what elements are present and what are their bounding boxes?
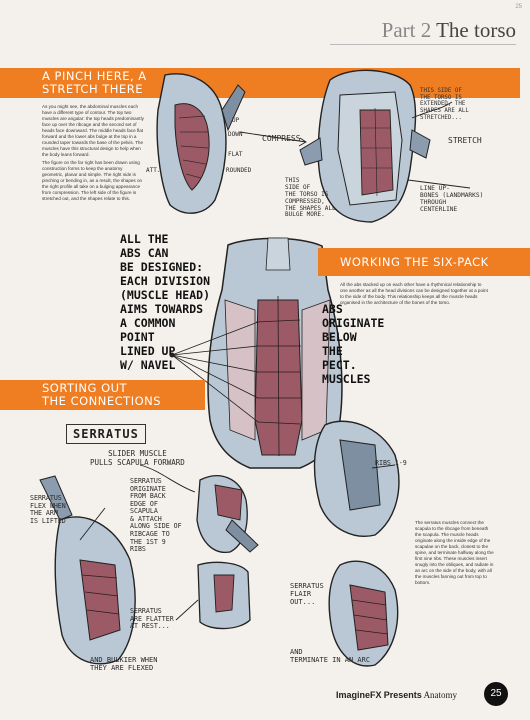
note-abs-originate: ABS ORIGINATE BELOW THE PECT. MUSCLES: [322, 302, 385, 386]
page-number-badge: 25: [484, 682, 508, 706]
label-rounded: ROUNDED: [226, 167, 252, 174]
label-stretch: STRETCH: [448, 136, 482, 145]
label-extended: THIS SIDE OF THE TORSO IS EXTENDED, THE …: [420, 88, 469, 121]
section-band-pinch: A PINCH HERE, A STRETCH THERE: [0, 68, 520, 98]
serratus-label-box: SERRATUS: [66, 424, 146, 444]
section2-body: All the abs stacked up on each other hav…: [340, 282, 490, 308]
footer-brand-logo: ImagineFX: [336, 690, 382, 700]
note-ribs: RIBS 1-9: [375, 459, 407, 467]
heading-line-2: THE CONNECTIONS: [42, 394, 162, 408]
note-serratus-flatter: SERRATUS ARE FLATTER AT REST...: [130, 607, 174, 631]
serratus-scapula-drawing: [196, 475, 259, 553]
header-part: Part 2: [381, 18, 432, 42]
section-heading-pinch: A PINCH HERE, A STRETCH THERE: [42, 70, 147, 96]
page-header: Part 2 The torso: [382, 18, 516, 43]
footer-title: Anatomy: [423, 690, 458, 700]
label-line-up: LINE UP- BONES (LANDMARKS) THROUGH CENTE…: [420, 185, 484, 214]
top-page-number: 25: [515, 4, 522, 10]
serratus-arm-raised-drawing: [39, 475, 136, 665]
note-serratus-flex: SERRATUS FLEX WHEN THE ARM IS LIFTED: [30, 494, 66, 525]
section1-paragraph-2: The figure on the far right has been dra…: [42, 160, 143, 201]
serratus-back-drawing: [197, 561, 251, 630]
note-terminate: AND TERMINATE IN AN ARC: [290, 648, 371, 665]
section3-body: The serratus muscles connect the scapula…: [415, 520, 495, 588]
footer-presents: Presents: [383, 690, 422, 700]
label-flat: FLAT: [228, 151, 243, 158]
vanishing-point: [169, 352, 175, 358]
section-heading-six-pack: WORKING THE SIX-PACK: [340, 255, 489, 269]
header-rule: [330, 44, 516, 45]
note-bulkier: AND BULKIER WHEN THEY ARE FLEXED: [90, 656, 158, 673]
label-up: UP: [232, 117, 240, 124]
section1-paragraph-1: As you might see, the abdominal muscles …: [42, 104, 144, 157]
heading-line-1: A PINCH HERE, A: [42, 69, 147, 83]
serratus-side-drawing: [313, 420, 400, 667]
note-serratus-originate: SERRATUS ORIGINATE FROM BACK EDGE OF SCA…: [130, 477, 182, 554]
section1-body: As you might see, the abdominal muscles …: [42, 104, 144, 204]
section-heading-connections: SORTING OUT THE CONNECTIONS: [42, 382, 161, 408]
section2-paragraph: All the abs stacked up on each other hav…: [340, 282, 488, 305]
section-band-connections: SORTING OUT THE CONNECTIONS: [0, 380, 205, 410]
note-abs-designed: ALL THE ABS CAN BE DESIGNED: EACH DIVISI…: [120, 232, 211, 372]
torso-side-drawing: [156, 73, 246, 214]
label-att: ATT.: [146, 167, 161, 174]
heading-line-2: STRETCH THERE: [42, 82, 143, 96]
label-compressed: THIS SIDE OF THE TORSO IS COMPRESSED, TH…: [285, 177, 336, 219]
label-compress: COMPRESS: [262, 134, 301, 143]
section-band-six-pack: WORKING THE SIX-PACK: [318, 248, 530, 276]
torso-construction-drawing: [299, 69, 431, 223]
note-slider-muscle: SLIDER MUSCLE PULLS SCAPULA FORWARD: [90, 449, 185, 467]
note-serratus-flair: SERRATUS FLAIR OUT...: [290, 582, 324, 607]
header-title: The torso: [436, 18, 516, 42]
six-pack-torso-drawing: [207, 237, 343, 469]
label-down: DOWN: [228, 131, 243, 138]
heading-line-1: SORTING OUT: [42, 381, 128, 395]
section3-paragraph: The serratus muscles connect the scapula…: [415, 520, 494, 585]
footer-brand: ImagineFX Presents Anatomy: [336, 690, 457, 700]
